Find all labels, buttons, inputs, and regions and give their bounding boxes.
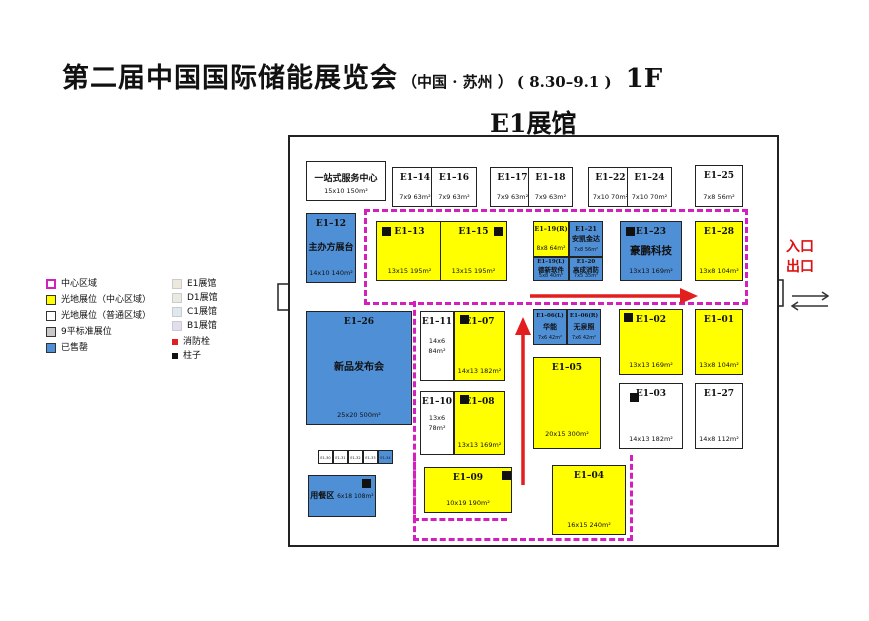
exhibition-location: （中国 · 苏州 ） (402, 73, 513, 91)
pillar-icon (362, 479, 371, 488)
gray-swatch (46, 326, 56, 337)
standard-booth-row: E1-30 E1-31 E1-32 E1-33 E1-34 (318, 450, 393, 464)
legend-item-white: 光地展位（普通区域） (46, 308, 151, 321)
booth-e1-03[interactable]: E1–03 14x13 182m² (619, 383, 683, 449)
booth-e1-04[interactable]: E1–04 16x15 240m² (552, 465, 626, 535)
legend-item-standard: 9平标准展位 (46, 324, 112, 337)
legend-hall-c1: C1展馆 (172, 304, 217, 317)
center-zone-swatch (46, 278, 56, 289)
pillar-icon (382, 227, 391, 236)
legend-hall-d1: D1展馆 (172, 290, 218, 303)
booth-e1-20[interactable]: E1–20 高成消防 7x5 35m² (569, 257, 603, 281)
booth-e1-28[interactable]: E1–28 13x8 104m² (695, 221, 743, 281)
booth-e1-01[interactable]: E1–01 13x8 104m² (695, 309, 743, 375)
pillar-icon (172, 352, 178, 359)
booth-e1-05[interactable]: E1–05 20x15 300m² (533, 357, 601, 449)
exhibition-dates: ( 8.30–9.1 ) (516, 73, 612, 91)
blue-swatch (46, 342, 56, 353)
booth-e1-17[interactable]: E1–17 7x9 63m² (490, 167, 535, 207)
pillar-icon (626, 227, 635, 236)
legend-item-yellow: 光地展位（中心区域） (46, 292, 151, 305)
visitor-flow-arrows (515, 288, 698, 485)
pillar-icon (630, 393, 639, 402)
legend-item-sold: 已售罄 (46, 340, 88, 353)
booth-e1-09[interactable]: E1–09 10x19 190m² (424, 467, 512, 513)
booth-e1-08[interactable]: E1–08 13x13 169m² (454, 391, 505, 455)
in-out-arrows-icon (790, 291, 830, 311)
pillar-icon (624, 313, 633, 322)
hydrant-icon (172, 338, 178, 345)
booth-e1-14[interactable]: E1–14 7x9 63m² (392, 167, 438, 207)
standard-booth[interactable]: E1-34 (378, 450, 393, 464)
booth-e1-16[interactable]: E1–16 7x9 63m² (431, 167, 477, 207)
exit-label: 出口 (786, 259, 814, 275)
booth-e1-25[interactable]: E1–25 7x8 56m² (695, 165, 743, 207)
booth-e1-02[interactable]: E1–02 13x13 169m² (619, 309, 683, 375)
pillar-icon (460, 395, 469, 404)
hall-name: E1展馆 (490, 109, 577, 138)
booth-e1-06r[interactable]: E1–06(R) 无泉照 7x6 42m² (567, 309, 601, 345)
booth-e1-22[interactable]: E1–22 7x10 70m² (588, 167, 633, 207)
booth-e1-24[interactable]: E1–24 7x10 70m² (627, 167, 672, 207)
exhibition-title: 第二届中国国际储能展览会 (62, 63, 398, 94)
legend-item-center: 中心区域 (46, 276, 97, 289)
floor-plan: 一站式服务中心 15x10 150m² E1–14 7x9 63m² E1–16… (288, 135, 779, 547)
left-door-icon (277, 283, 288, 311)
standard-booth[interactable]: E1-33 (363, 450, 378, 464)
legend-pillar: 柱子 (172, 348, 201, 361)
booth-e1-12[interactable]: E1–12 主办方展台 14x10 140m² (306, 213, 356, 283)
booth-dining-area[interactable]: 用餐区 6x18 108m² (308, 475, 376, 517)
booth-e1-19l[interactable]: E1–19(L) 德新软件 5x8 40m² (533, 257, 569, 281)
booth-e1-18[interactable]: E1–18 7x9 63m² (528, 167, 573, 207)
booth-e1-26[interactable]: E1–26 新品发布会 25x20 500m² (306, 311, 412, 425)
booth-e1-27[interactable]: E1–27 14x8 112m² (695, 383, 743, 449)
floor-label: 1F (625, 64, 663, 94)
center-zone-bottom (413, 455, 633, 541)
pillar-icon (502, 471, 511, 480)
booth-e1-21[interactable]: E1–21 安凯金达 7x8 56m² (569, 221, 603, 257)
standard-booth[interactable]: E1-30 (318, 450, 333, 464)
pillar-icon (494, 227, 503, 236)
booth-service-center[interactable]: 一站式服务中心 15x10 150m² (306, 161, 386, 201)
legend-hydrant: 消防栓 (172, 334, 210, 347)
pillar-icon (460, 315, 469, 324)
entrance-label: 入口 (786, 239, 814, 255)
booth-e1-11[interactable]: E1–11 14x6 84m² (420, 311, 454, 381)
legend-hall-b1: B1展馆 (172, 318, 217, 331)
booth-e1-06l[interactable]: E1–06(L) 华能 7x6 42m² (533, 309, 567, 345)
standard-booth[interactable]: E1-32 (348, 450, 363, 464)
page-title: 第二届中国国际储能展览会（中国 · 苏州 ）( 8.30–9.1 ) 1F (62, 56, 662, 95)
white-swatch (46, 310, 56, 321)
yellow-swatch (46, 294, 56, 305)
center-zone-left (413, 301, 507, 521)
standard-booth[interactable]: E1-31 (333, 450, 348, 464)
right-door-icon (775, 279, 784, 307)
legend-hall-e1: E1展馆 (172, 276, 216, 289)
center-zone-top (364, 209, 748, 305)
booth-e1-10[interactable]: E1–10 13x6 78m² (420, 391, 454, 455)
booth-e1-19r[interactable]: E1–19(R) 8x8 64m² (533, 221, 569, 257)
